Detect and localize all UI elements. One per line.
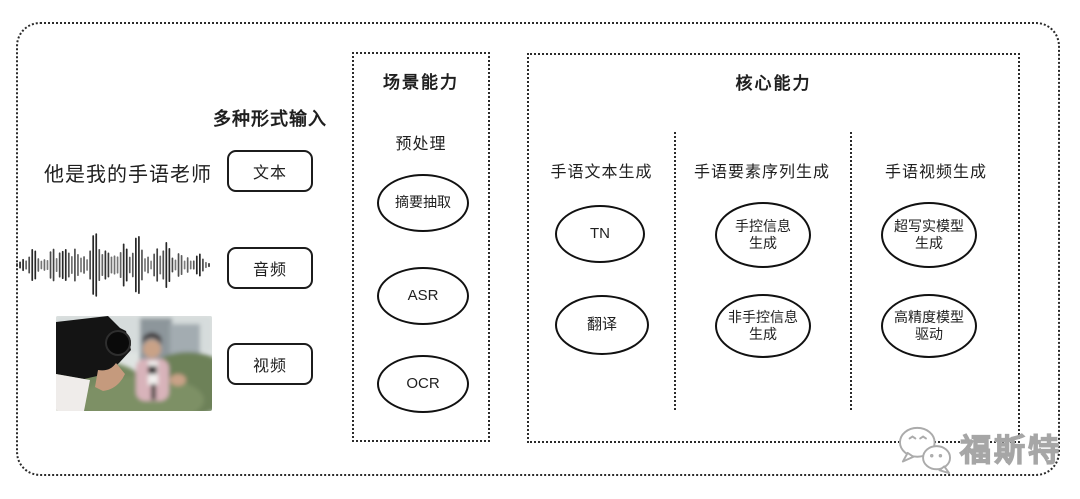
column-divider: [850, 132, 852, 410]
node-asr: ASR: [377, 267, 469, 325]
scene-box-subtitle: 预处理: [395, 136, 447, 153]
input-type-box-text: 文本: [227, 150, 313, 192]
video-thumbnail-image: [56, 316, 212, 411]
node-non-manual-info-generation: 非手控信息 生成: [715, 294, 811, 358]
input-type-label: 文本: [252, 165, 287, 182]
input-sample-text: 他是我的手语老师: [44, 164, 212, 186]
outer-dotted-border: [16, 22, 1060, 476]
node-manual-info-generation: 手控信息 生成: [715, 202, 811, 268]
node-hyperrealistic-model-generation: 超写实模型 生成: [881, 202, 977, 268]
node-translation: 翻译: [555, 295, 649, 355]
column-header-sign-text-generation: 手语文本生成: [550, 164, 653, 181]
input-type-box-video: 视频: [227, 343, 313, 385]
node-ocr: OCR: [377, 355, 469, 413]
core-capability-box: 核心能力 手语文本生成 手语要素序列生成 手语视频生成 TN 翻译 手控信息 生…: [527, 53, 1020, 443]
input-section-title: 多种形式输入: [213, 109, 327, 129]
video-scene-illustration: [56, 316, 212, 411]
input-type-label: 音频: [252, 262, 287, 279]
node-high-precision-model-driving: 高精度模型 驱动: [881, 294, 977, 358]
node-summary-extraction: 摘要抽取: [377, 174, 469, 232]
wechat-icon: [899, 426, 951, 475]
input-type-label: 视频: [252, 358, 287, 375]
node-tn: TN: [555, 205, 645, 263]
watermark: 福斯特: [896, 424, 1062, 476]
column-header-sign-video-generation: 手语视频生成: [884, 164, 987, 181]
watermark-text: 福斯特: [959, 432, 1062, 468]
scene-box-title: 场景能力: [383, 73, 459, 92]
core-box-title: 核心能力: [735, 74, 812, 93]
scene-capability-box: 场景能力 预处理 摘要抽取 ASR OCR: [352, 52, 490, 442]
column-divider: [674, 132, 676, 410]
column-header-sign-element-sequence-generation: 手语要素序列生成: [693, 164, 830, 181]
input-type-box-audio: 音频: [227, 247, 313, 289]
audio-waveform-icon: [16, 233, 210, 297]
